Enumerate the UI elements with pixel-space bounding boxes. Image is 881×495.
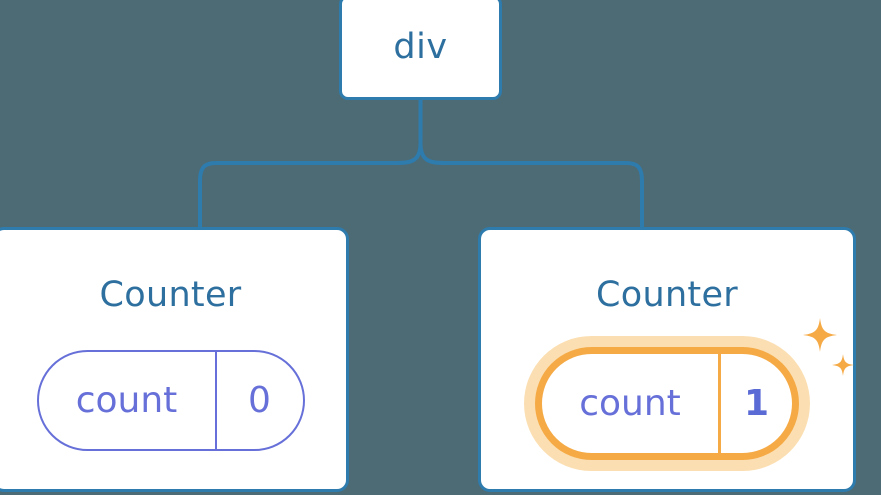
state-value: 1 [718, 354, 792, 453]
state-pill[interactable]: count 0 [36, 350, 305, 451]
tree-node-counter-right[interactable]: Counter count 1 [478, 227, 856, 492]
state-key: count [75, 379, 178, 421]
counter-title: Counter [99, 275, 242, 315]
state-value: 0 [214, 352, 303, 449]
counter-title: Counter [596, 275, 738, 315]
tree-node-div[interactable]: div [339, 0, 502, 100]
state-pill-container: count 1 [481, 336, 853, 471]
state-pill-glow: count 1 [524, 336, 810, 471]
tree-node-counter-left[interactable]: Counter count 0 [0, 227, 349, 492]
state-pill-container: count 0 [0, 350, 346, 451]
tree-node-div-label: div [393, 27, 448, 67]
state-key: count [579, 382, 681, 424]
state-pill-highlighted[interactable]: count 1 [535, 347, 799, 460]
